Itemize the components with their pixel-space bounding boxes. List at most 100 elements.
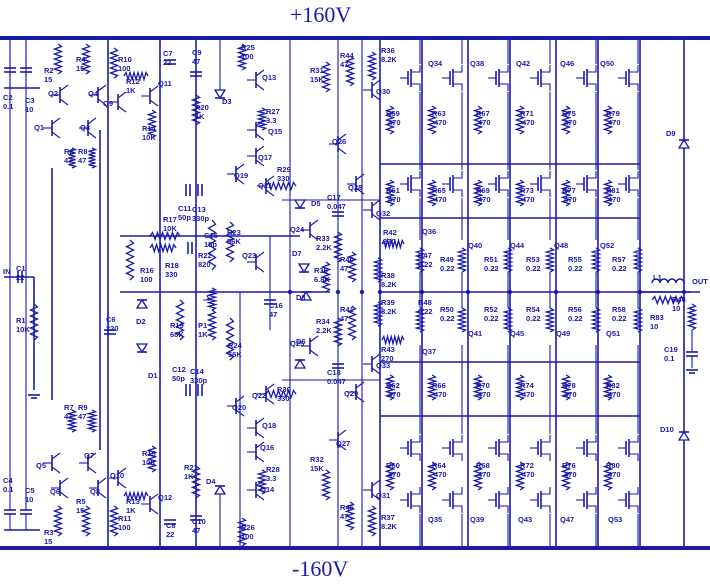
label-c14: C14 [190, 367, 205, 376]
transistor-Q16-collector [255, 441, 265, 449]
mosfet-lower-drain [453, 435, 463, 443]
label-r13: R13 [126, 497, 140, 506]
label-c19: C19 [664, 345, 678, 354]
label-q45: Q45 [510, 329, 524, 338]
label-q35: Q35 [428, 515, 442, 524]
gate-resistor [384, 461, 396, 491]
transistor-Q13-emitter [255, 83, 265, 91]
transistor-Q32-collector [371, 199, 381, 207]
label-q1: Q1 [34, 123, 44, 132]
feedback-resistor [174, 299, 186, 341]
transistor-Q30-emitter [371, 93, 381, 101]
label-r5: R5 [76, 497, 86, 506]
value-r18: 330 [165, 270, 178, 279]
gate-resistor [560, 105, 572, 135]
label-c8: C8 [166, 521, 176, 530]
mosfet-lower-drain [499, 435, 509, 443]
predriver-resistor [320, 61, 332, 93]
transistor-Q23-emitter [255, 265, 265, 273]
value-c1: 22 [16, 273, 24, 282]
junction-dot [465, 289, 471, 295]
label-r76: R76 [562, 461, 576, 470]
value-r8: 47 [78, 156, 86, 165]
mosfet-lower-drain [453, 487, 463, 495]
transistor-Q29-emitter [355, 395, 365, 403]
label-q34: Q34 [428, 59, 443, 68]
mosfet-upper-drain [629, 65, 639, 73]
mosfet-lower-source [453, 453, 463, 461]
transistor-Q13-collector [255, 69, 265, 77]
mosfet-lower-source [499, 505, 509, 513]
transistor-Q6-emitter [59, 491, 69, 499]
predriver-resistor [366, 505, 378, 537]
mosfet-upper-drain [629, 171, 639, 179]
transistor-Q30-collector [371, 79, 381, 87]
transistor-Q9-collector [117, 91, 127, 99]
gate-resistor [602, 179, 614, 207]
value-c13: 330p [192, 214, 210, 223]
gate-resistor [472, 179, 484, 207]
label-r66: R66 [432, 381, 446, 390]
value-r6: 47 [64, 156, 72, 165]
label-q43: Q43 [518, 515, 532, 524]
gate-resistor [514, 105, 526, 135]
value-r54: 0.22 [526, 314, 541, 323]
label-r60: R60 [386, 461, 400, 470]
negative-rail-label: -160V [292, 556, 349, 581]
value-r57: 0.22 [612, 264, 627, 273]
label-q50: Q50 [600, 59, 614, 68]
label-r1: R1 [16, 316, 26, 325]
label-q4: Q4 [88, 89, 99, 98]
label-c7: C7 [163, 49, 173, 58]
predriver-resistor [372, 257, 384, 283]
transistor-Q26-emitter [337, 147, 347, 155]
label-d9: D9 [666, 129, 676, 138]
value-c17: 0.047 [327, 202, 346, 211]
transistor-Q7-emitter [87, 466, 97, 474]
label-c5: C5 [25, 486, 35, 495]
transistor-Q31-collector [371, 479, 381, 487]
gate-resistor [560, 374, 572, 401]
label-c12: C12 [172, 365, 186, 374]
label-r71: R71 [520, 109, 534, 118]
mosfet-upper-source [541, 189, 551, 197]
label-q3: Q3 [80, 123, 90, 132]
label-q31: Q31 [376, 491, 390, 500]
value-c2: 0.1 [3, 102, 13, 111]
mosfet-upper-source [453, 189, 463, 197]
label-q14: Q14 [260, 485, 275, 494]
label-q11: Q11 [158, 79, 172, 88]
value-r52: 0.22 [484, 314, 499, 323]
label-r24: R24 [228, 341, 243, 350]
label-r61: R61 [386, 186, 400, 195]
label-q19: Q19 [234, 171, 248, 180]
mosfet-upper-source [629, 189, 639, 197]
value-r55: 0.22 [568, 264, 583, 273]
label-r53: R53 [526, 255, 540, 264]
value-r2: 15 [44, 75, 52, 84]
transistor-Q32-emitter [371, 213, 381, 221]
value-c4: 0.1 [3, 485, 13, 494]
bias-resistor [149, 230, 181, 242]
protection-resistor [332, 317, 344, 347]
value-r31: 15K [310, 75, 324, 84]
driver-resistor [236, 517, 248, 547]
transistor-Q4-emitter [97, 98, 107, 106]
transistor-Q33-collector [371, 353, 381, 361]
vbe-resistor [206, 309, 218, 341]
label-r14: R14 [142, 124, 157, 133]
value-c19: 0.1 [664, 354, 674, 363]
value-r39: 8.2K [381, 307, 397, 316]
mosfet-lower-drain [411, 487, 421, 495]
mosfet-lower-drain [629, 435, 639, 443]
label-q24: Q24 [290, 225, 305, 234]
label-r46: R46 [672, 295, 686, 304]
mosfet-lower-source [587, 505, 597, 513]
label-r11: R11 [118, 514, 131, 523]
transistor-Q10-emitter [117, 481, 127, 489]
label-l1: L1 [653, 273, 662, 282]
protection-diode [297, 263, 311, 274]
value-r45: 47 [340, 512, 348, 521]
value-r41: 47 [340, 314, 348, 323]
label-r7: R7 [64, 403, 74, 412]
